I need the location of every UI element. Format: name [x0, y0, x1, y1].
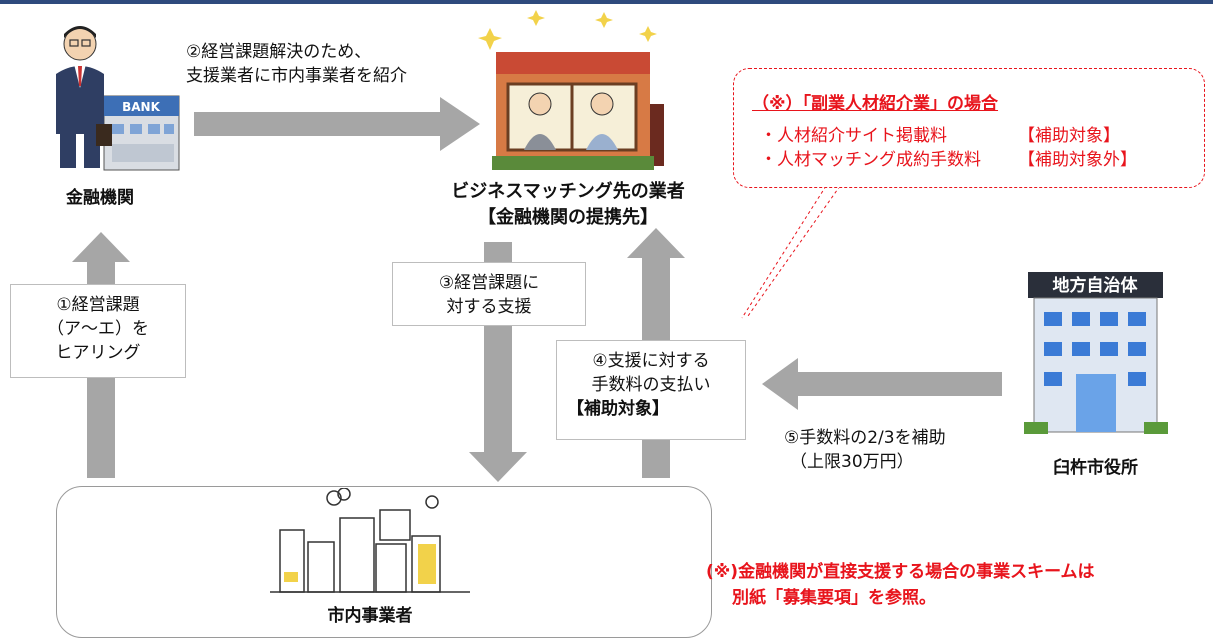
city-sign: 地方自治体: [1053, 275, 1139, 296]
step1-box: ①経営課題 （ア～エ）を ヒアリング: [10, 284, 186, 378]
city-hall-illustration: 地方自治体: [1018, 262, 1173, 442]
bank-illustration: BANK: [40, 14, 180, 179]
partner-shop-illustration: [478, 8, 678, 176]
callout-line2-item: ・人材マッチング成約手数料: [760, 150, 981, 170]
step4-line1: ④支援に対する: [592, 351, 710, 371]
step3-line1: ③経営課題に: [438, 273, 540, 293]
callout-leader: [741, 185, 841, 319]
partner-label: ビジネスマッチング先の業者: [451, 181, 685, 202]
step5-text: ⑤手数料の2/3を補助 （上限30万円）: [784, 426, 1014, 474]
step2-line2: 支援業者に市内事業者を紹介: [186, 66, 407, 86]
arrow-step5: [762, 358, 1002, 410]
step5-line2: （上限30万円）: [790, 452, 914, 472]
step2-text: ②経営課題解決のため、 支援業者に市内事業者を紹介: [186, 40, 446, 88]
citizens-label: 市内事業者: [327, 606, 413, 626]
step1-line3: ヒアリング: [55, 343, 141, 363]
callout-box: [733, 68, 1205, 188]
note-line1: (※)金融機関が直接支援する場合の事業スキームは: [706, 562, 1095, 582]
step3-box: ③経営課題に 対する支援: [392, 262, 586, 326]
step4-tag: 【補助対象】: [567, 399, 669, 419]
arrow-step3: [469, 242, 527, 482]
step4-line2: 手数料の支払い: [591, 375, 711, 395]
bank-sign: BANK: [122, 100, 160, 114]
callout-title: （※）「副業人材紹介業」の場合: [752, 94, 999, 114]
step1-line1: ①経営課題: [56, 295, 140, 315]
citizens-illustration: [270, 487, 470, 600]
callout-line1-item: ・人材紹介サイト掲載料: [760, 126, 947, 146]
note-line2: 別紙「募集要項」を参照。: [732, 588, 936, 608]
partner-sublabel: 【金融機関の提携先】: [478, 207, 658, 228]
arrow-step2: [194, 97, 480, 151]
top-bar: [0, 0, 1213, 4]
bank-label: 金融機関: [66, 188, 134, 208]
step4-box: ④支援に対する 手数料の支払い 【補助対象】: [556, 340, 746, 440]
step2-line1: ②経営課題解決のため、: [186, 42, 372, 62]
callout-line1-tag: 【補助対象】: [1018, 126, 1120, 146]
callout-line2-tag: 【補助対象外】: [1018, 150, 1137, 170]
step1-line2: （ア～エ）を: [47, 319, 149, 339]
step3-line2: 対する支援: [446, 297, 532, 317]
city-label: 臼杵市役所: [1053, 458, 1138, 478]
step5-line1: ⑤手数料の2/3を補助: [784, 428, 946, 448]
